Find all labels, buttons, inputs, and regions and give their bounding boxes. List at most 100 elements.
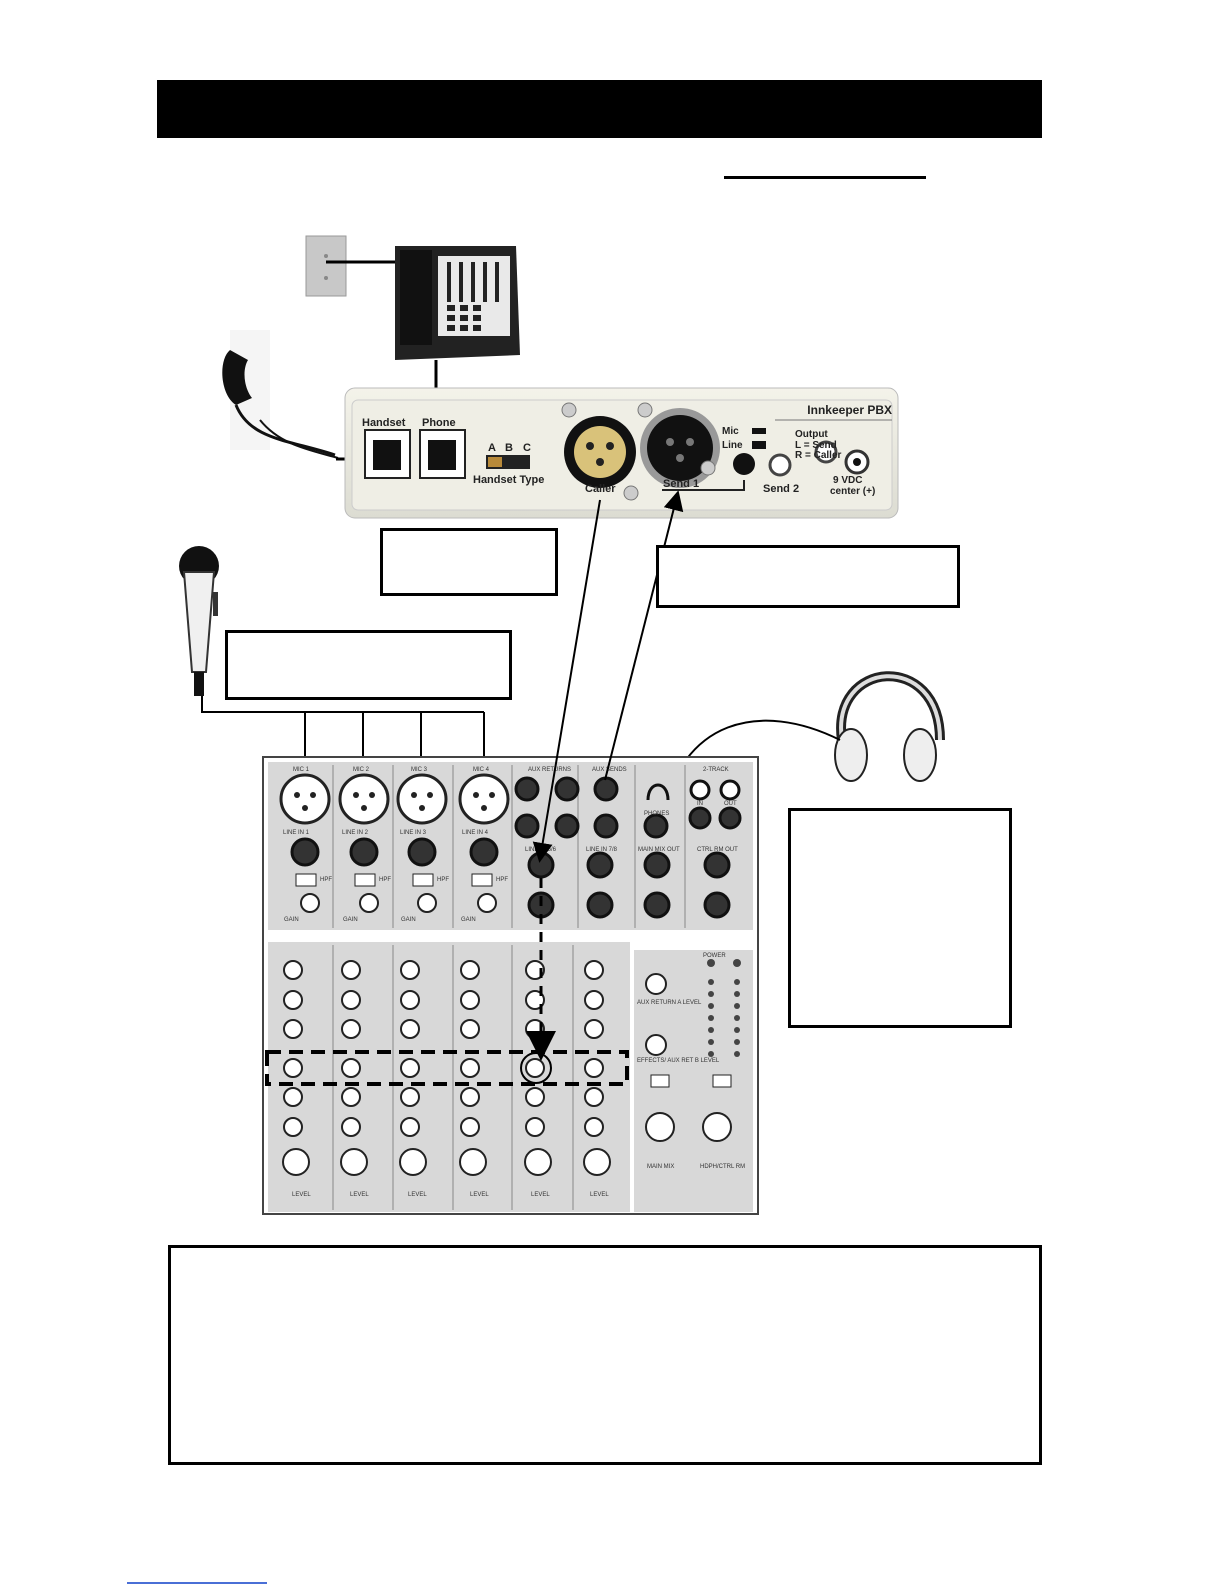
channel-knob[interactable] xyxy=(584,990,604,1010)
channel-knob[interactable] xyxy=(400,990,420,1010)
mixer-labels: MIC 1 MIC 2 MIC 3 MIC 4 LINE IN 1 LINE I… xyxy=(283,767,745,1198)
handset-type-a-label: A xyxy=(488,442,496,454)
notes-box xyxy=(168,1245,1042,1465)
mixer-main-mix-label: MAIN MIX xyxy=(647,1164,674,1170)
channel-level-knob[interactable] xyxy=(583,1148,611,1176)
mixer-mic-input-label: MIC 2 xyxy=(353,767,370,773)
mixer-two-track-in-label: IN xyxy=(697,801,703,807)
channel-knob[interactable] xyxy=(584,1058,604,1078)
channel-knob[interactable] xyxy=(341,960,361,980)
channel-knob[interactable] xyxy=(283,1117,303,1137)
mixer-hdph-ctrl-rm-label: HDPH/CTRL RM xyxy=(700,1164,745,1170)
mixer-gain-label: GAIN xyxy=(401,917,416,923)
channel-knob[interactable] xyxy=(341,1058,361,1078)
callout-box-4 xyxy=(788,808,1012,1028)
mixer-aux-returns-label: AUX RETURNS xyxy=(528,767,571,773)
mixer-hpf-label: HPF xyxy=(320,877,332,883)
desk-phone-icon xyxy=(395,246,520,360)
channel-knob[interactable] xyxy=(283,990,303,1010)
mixer-aux-return-a-label: AUX RETURN A LEVEL xyxy=(637,1000,702,1006)
underline-rule xyxy=(724,176,926,179)
mixer-line-in-label: LINE IN 3 xyxy=(400,830,427,836)
title-bar xyxy=(157,80,1042,138)
channel-knob[interactable] xyxy=(460,1058,480,1078)
mixer-hpf-label: HPF xyxy=(379,877,391,883)
channel-knob[interactable] xyxy=(460,1019,480,1039)
mixer-phones-label: PHONES xyxy=(644,811,669,817)
mixer-hpf-label: HPF xyxy=(496,877,508,883)
channel-knob[interactable] xyxy=(460,1117,480,1137)
channel-knob[interactable] xyxy=(460,960,480,980)
handset-type-b-label: B xyxy=(505,442,513,454)
channel-level-knob[interactable] xyxy=(399,1148,427,1176)
channel-knob[interactable] xyxy=(341,990,361,1010)
output-label: Output xyxy=(795,429,828,440)
channel-knob[interactable] xyxy=(283,1058,303,1078)
callout-box-3 xyxy=(225,630,512,700)
mixer-gain-label: GAIN xyxy=(343,917,358,923)
channel-knob[interactable] xyxy=(341,1087,361,1107)
mixer-level-label: LEVEL xyxy=(292,1192,311,1198)
microphone-icon xyxy=(179,546,219,696)
channel-knob[interactable] xyxy=(525,1087,545,1107)
mixer-line-in-label: LINE IN 4 xyxy=(462,830,489,836)
channel-knob[interactable] xyxy=(283,1087,303,1107)
channel-knob[interactable] xyxy=(525,1117,545,1137)
mixer-gain-label: GAIN xyxy=(284,917,299,923)
callout-box-2 xyxy=(656,545,960,608)
channel-knob[interactable] xyxy=(460,1087,480,1107)
channel-knob[interactable] xyxy=(341,1019,361,1039)
innkeeper-pbx-unit xyxy=(344,387,899,519)
channel-knob[interactable] xyxy=(400,1019,420,1039)
mixer-level-label: LEVEL xyxy=(350,1192,369,1198)
channel-knob[interactable] xyxy=(400,1058,420,1078)
mic-switch-label: Mic xyxy=(722,426,739,437)
channel-knob[interactable] xyxy=(283,1019,303,1039)
caller-port-label: Caller xyxy=(585,483,616,495)
mixer-power-label: POWER xyxy=(703,953,726,959)
channel-level-knob[interactable] xyxy=(459,1148,487,1176)
pbx-labels: Innkeeper PBX Handset Phone A B C Handse… xyxy=(362,403,892,497)
channel-level-knob[interactable] xyxy=(282,1148,310,1176)
channel-knob[interactable] xyxy=(341,1117,361,1137)
mixer-gain-label: GAIN xyxy=(461,917,476,923)
power-polarity-label: center (+) xyxy=(830,486,875,497)
output-right-label: R = Caller xyxy=(795,450,842,461)
channel-knob[interactable] xyxy=(400,960,420,980)
channel-knob[interactable] xyxy=(584,1117,604,1137)
mixer-mic-input-label: MIC 4 xyxy=(473,767,490,773)
handset-type-label: Handset Type xyxy=(473,474,544,486)
mixer-two-track-label: 2-TRACK xyxy=(703,767,729,773)
mixer-panel xyxy=(262,756,759,1215)
mixer-line-in-label: LINE IN 2 xyxy=(342,830,369,836)
channel-knob[interactable] xyxy=(584,960,604,980)
send1-port-label: Send 1 xyxy=(663,478,699,490)
line-switch-label: Line xyxy=(722,440,743,451)
channel-knob[interactable] xyxy=(400,1087,420,1107)
mixer-ctrl-rm-out-label: CTRL RM OUT xyxy=(697,847,738,853)
channel-knob[interactable] xyxy=(584,1087,604,1107)
mixer-mic-input-label: MIC 3 xyxy=(411,767,428,773)
channel-knob[interactable] xyxy=(460,990,480,1010)
channel-knob[interactable] xyxy=(283,960,303,980)
mixer-level-label: LEVEL xyxy=(590,1192,609,1198)
mixer-line-in-label: LINE IN 1 xyxy=(283,830,310,836)
callout-box-1 xyxy=(380,528,558,596)
channel-knob[interactable] xyxy=(525,1058,545,1078)
mixer-main-mix-out-label: MAIN MIX OUT xyxy=(638,847,680,853)
channel-knob[interactable] xyxy=(400,1117,420,1137)
mixer-line-in-78-label: LINE IN 7/8 xyxy=(586,847,618,853)
send2-port-label: Send 2 xyxy=(763,483,799,495)
headphones-icon xyxy=(834,671,945,782)
handset-type-c-label: C xyxy=(523,442,531,454)
channel-level-knob[interactable] xyxy=(524,1148,552,1176)
power-voltage-label: 9 VDC xyxy=(833,475,862,486)
handset-icon xyxy=(222,330,339,459)
mixer-two-track-out-label: OUT xyxy=(724,801,737,807)
mixer-mic-input-label: MIC 1 xyxy=(293,767,310,773)
channel-level-knob[interactable] xyxy=(340,1148,368,1176)
output-left-label: L = Send xyxy=(795,440,837,451)
footer-link-underline[interactable] xyxy=(127,1582,267,1584)
mixer-effects-label: EFFECTS/ AUX RET B LEVEL xyxy=(637,1058,720,1064)
channel-knob[interactable] xyxy=(584,1019,604,1039)
